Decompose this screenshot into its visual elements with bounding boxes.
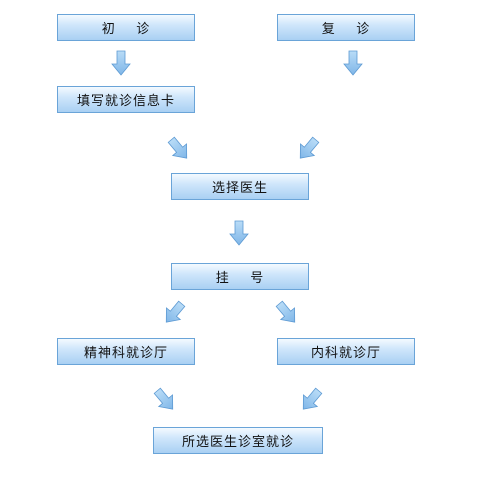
arrow-fill-to-choose [163,133,195,165]
node-register: 挂 号 [171,263,309,290]
arrow-register-to-internal [271,297,303,329]
node-internal-clinic: 内科就诊厅 [277,338,415,365]
node-psych-clinic: 精神科就诊厅 [57,338,195,365]
node-consult-room: 所选医生诊室就诊 [153,427,323,454]
arrow-choose-to-register [229,220,249,246]
arrow-psych-to-consult [149,384,181,416]
node-first-visit: 初 诊 [57,14,195,41]
arrow-return-to-choose [292,133,324,165]
arrow-internal-to-consult [295,384,327,416]
node-fill-card: 填写就诊信息卡 [57,86,195,113]
arrow-return-down [343,50,363,76]
node-return-visit: 复 诊 [277,14,415,41]
arrow-first-to-fill [111,50,131,76]
node-choose-doctor: 选择医生 [171,173,309,200]
arrow-register-to-psych [158,297,190,329]
